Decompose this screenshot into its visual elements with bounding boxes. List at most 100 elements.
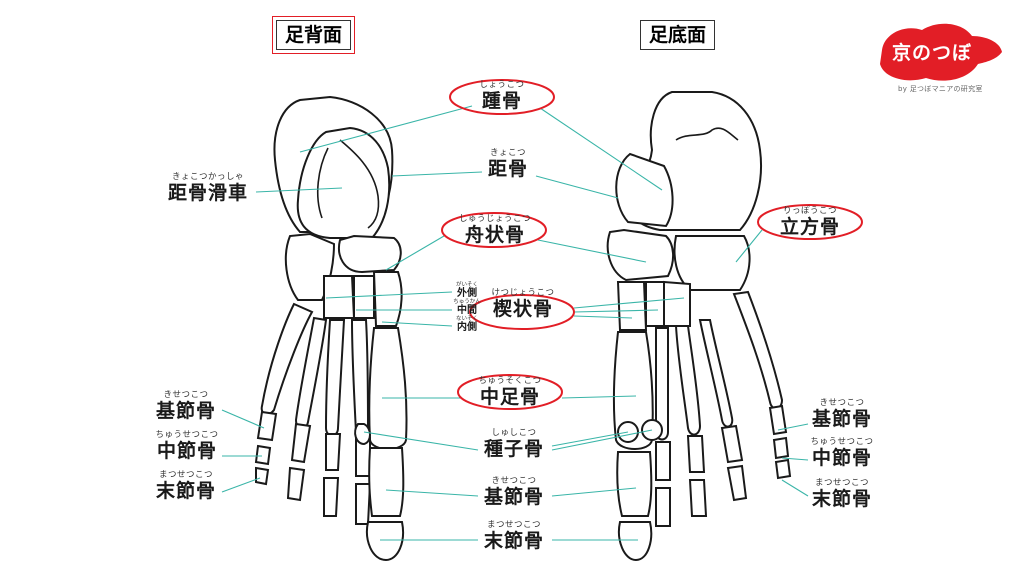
label-lateral-ruby: がいそく [455,282,478,288]
label-middle-right-text: 中節骨 [811,447,872,469]
label-sesamoid-ruby: しゅしこつ [491,428,537,438]
label-middle-right-ruby: ちゅうせつこつ [810,437,874,447]
label-cuboid-ruby: りっぽうこつ [782,206,837,216]
label-distal-right: まつせつこつ 末節骨 [806,478,878,510]
leader-cuneiform-1 [573,297,685,309]
dorsal-sesamoid [354,423,371,446]
leader-cuneiform-3 [573,315,633,319]
leader-calcaneus-plantar [539,107,663,191]
plantar-navicular [606,228,674,282]
logo: 京のつぼ by 足つぼマニアの研究室 [866,18,1006,98]
label-calcaneus-ruby: しょうこつ [479,80,525,90]
label-cuneiform-text: 楔状骨 [492,298,553,320]
label-talus-trochlea: きょこつかっしゃ 距骨滑車 [160,172,256,204]
label-cuboid-text: 立方骨 [779,216,840,238]
label-intermediate-ruby: ちゅうかん [453,299,481,305]
leader-proximal-plantar [551,487,637,497]
label-middle-left: ちゅうせつこつ 中節骨 [148,430,226,462]
leader-trochlea [255,187,343,193]
dorsal-cuneiform-intermediate [353,275,375,319]
dorsal-phalanx-5-distal [255,466,270,486]
plantar-phalanx-3-distal [688,479,708,517]
dorsal-cuneiform-medial [372,271,403,327]
dorsal-phalanx-4-proximal [290,422,312,464]
label-middle-left-ruby: ちゅうせつこつ [155,430,219,440]
plantar-metatarsal-4 [698,319,734,428]
dorsal-phalanx-1-distal [366,521,404,562]
label-medial: ないそく 内側 [452,316,482,334]
plantar-phalanx-5-proximal [768,404,788,436]
label-metatarsal-text: 中足骨 [479,386,540,408]
label-navicular-ruby: しゅうじょうこつ [458,214,531,224]
plantar-phalanx-5-middle [772,436,790,460]
plantar-cuneiform-intermediate [645,281,665,327]
label-navicular-text: 舟状骨 [464,224,525,246]
label-proximal-left-text: 基節骨 [155,400,216,422]
leader-lateral [325,291,453,299]
title-plantar: 足底面 [640,20,716,50]
label-cuboid: りっぽうこつ 立方骨 [770,206,850,238]
logo-blob [880,23,1002,81]
plantar-metatarsal-1 [612,331,654,450]
label-proximal-left-ruby: きせつこつ [163,390,209,400]
label-calcaneus: しょうこつ 踵骨 [472,80,532,112]
plantar-metatarsal-3 [674,325,702,436]
ring-cuneiform [469,294,575,330]
label-proximal-center: きせつこつ 基節骨 [478,476,550,508]
leader-talus-plantar [535,175,619,199]
label-sesamoid: しゅしこつ 種子骨 [478,428,550,460]
dorsal-phalanx-1-proximal [368,447,405,517]
label-talus: きょこつ 距骨 [480,148,536,180]
label-lateral: がいそく 外側 [452,282,482,300]
dorsal-navicular [338,234,402,274]
plantar-phalanx-5-distal [774,458,792,480]
plantar-phalanx-1-distal [618,521,653,562]
label-talus-trochlea-text: 距骨滑車 [167,182,248,204]
label-distal-right-ruby: まつせつこつ [814,478,869,488]
leader-talus-dorsal [391,171,483,177]
plantar-talus [615,152,674,228]
dorsal-foot [254,95,408,562]
label-metatarsal: ちゅうそくこつ 中足骨 [462,376,558,408]
label-calcaneus-text: 踵骨 [481,90,522,112]
dorsal-phalanx-2-distal [355,483,372,525]
leader-metatarsal-plantar [561,395,637,399]
leader-navicular-dorsal [385,235,445,271]
label-middle-right: ちゅうせつこつ 中節骨 [802,437,882,469]
logo-brand: 京のつぼ [892,42,973,64]
label-medial-text: 内側 [457,322,477,333]
title-dorsal: 足背面 [271,16,356,54]
label-distal-right-text: 末節骨 [811,488,872,510]
label-proximal-right-text: 基節骨 [811,408,872,430]
leader-middle-right [781,457,809,461]
leader-proximal-left [221,409,265,429]
dorsal-trochlea [316,139,380,229]
logo-byline: by 足つぼマニアの研究室 [898,85,983,93]
plantar-phalanx-4-distal [726,464,748,502]
leader-distal-left [221,477,261,493]
plantar-phalanx-3-proximal [686,435,706,473]
label-middle-left-text: 中節骨 [156,440,217,462]
label-proximal-right-ruby: きせつこつ [819,398,865,408]
plantar-foot [606,91,792,562]
dorsal-metatarsal-3 [324,319,346,437]
label-proximal-right: きせつこつ 基節骨 [806,398,878,430]
plantar-calcaneus-ridge [675,127,739,141]
plantar-cuboid [673,235,751,291]
label-navicular: しゅうじょうこつ 舟状骨 [450,214,540,246]
label-distal-left-ruby: まつせつこつ [158,470,213,480]
leader-proximal-right [777,423,809,431]
dorsal-metatarsal-1 [368,327,408,450]
label-cuneiform: けつじょうこつ 楔状骨 [478,288,568,320]
plantar-metatarsal-5 [732,290,784,410]
ring-navicular [441,212,547,248]
plantar-cuneiform-lateral [663,280,691,327]
plantar-phalanx-2-proximal [655,441,671,481]
label-talus-trochlea-ruby: きょこつかっしゃ [171,172,244,182]
leader-sesamoid-dorsal [363,431,479,451]
label-metatarsal-ruby: ちゅうそくこつ [478,376,542,386]
label-proximal-center-text: 基節骨 [483,486,544,508]
leader-calcaneus-dorsal [299,105,473,153]
